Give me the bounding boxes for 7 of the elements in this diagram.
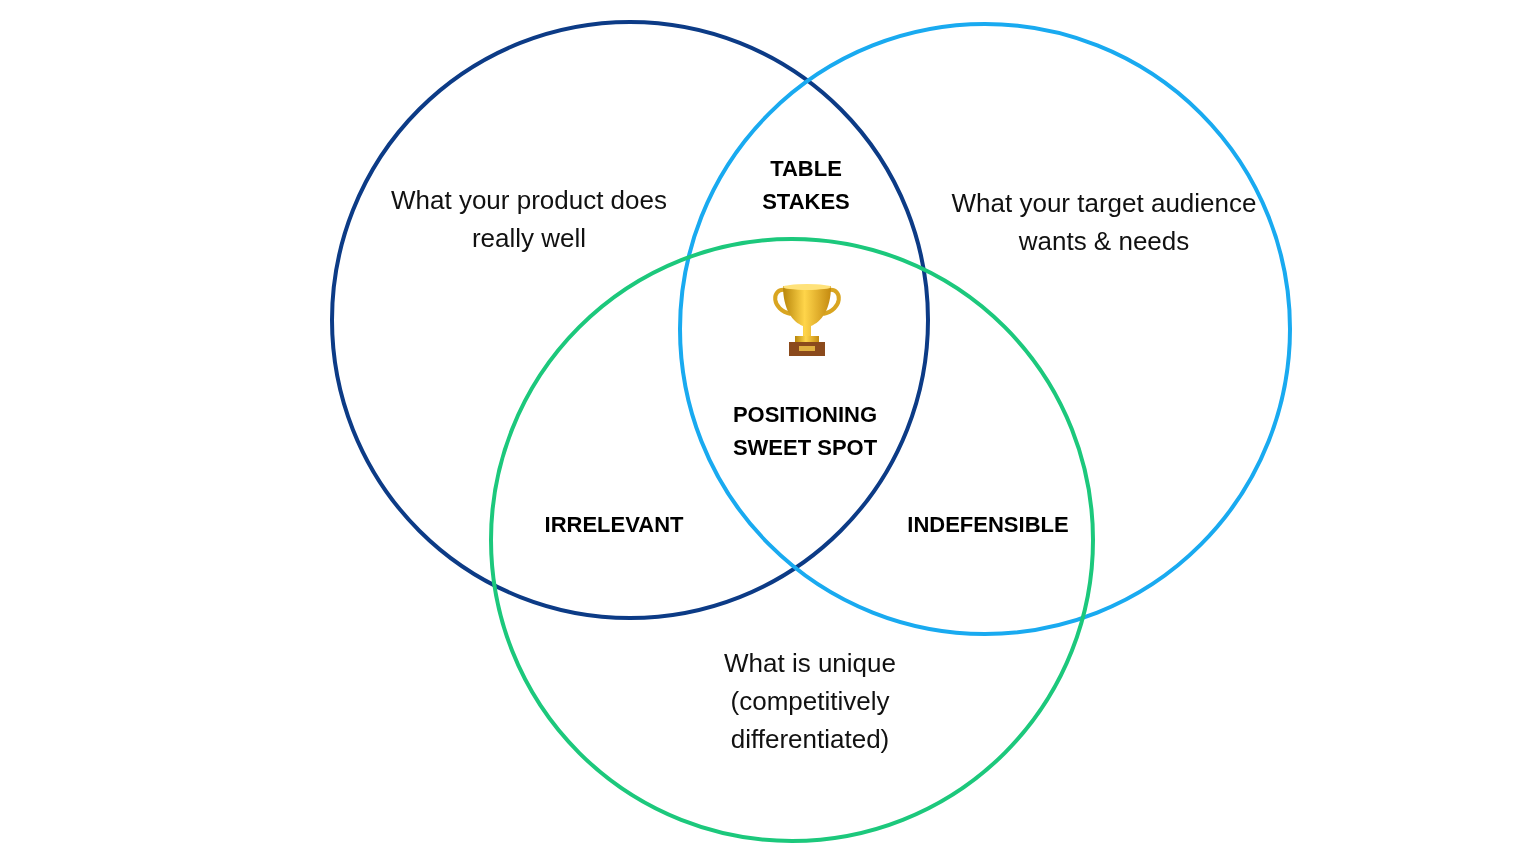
region-label: INDEFENSIBLE (906, 510, 1070, 539)
circle-label: What is unique (competitively differentiated) (723, 647, 897, 756)
region-label: TABLE STAKES (761, 155, 851, 216)
circle-label: What your product does really well (389, 184, 668, 255)
region-label: POSITIONING SWEET SPOT (731, 401, 879, 462)
region-label: IRRELEVANT (543, 510, 685, 539)
circle-label: What your target audience wants & needs (950, 187, 1258, 258)
